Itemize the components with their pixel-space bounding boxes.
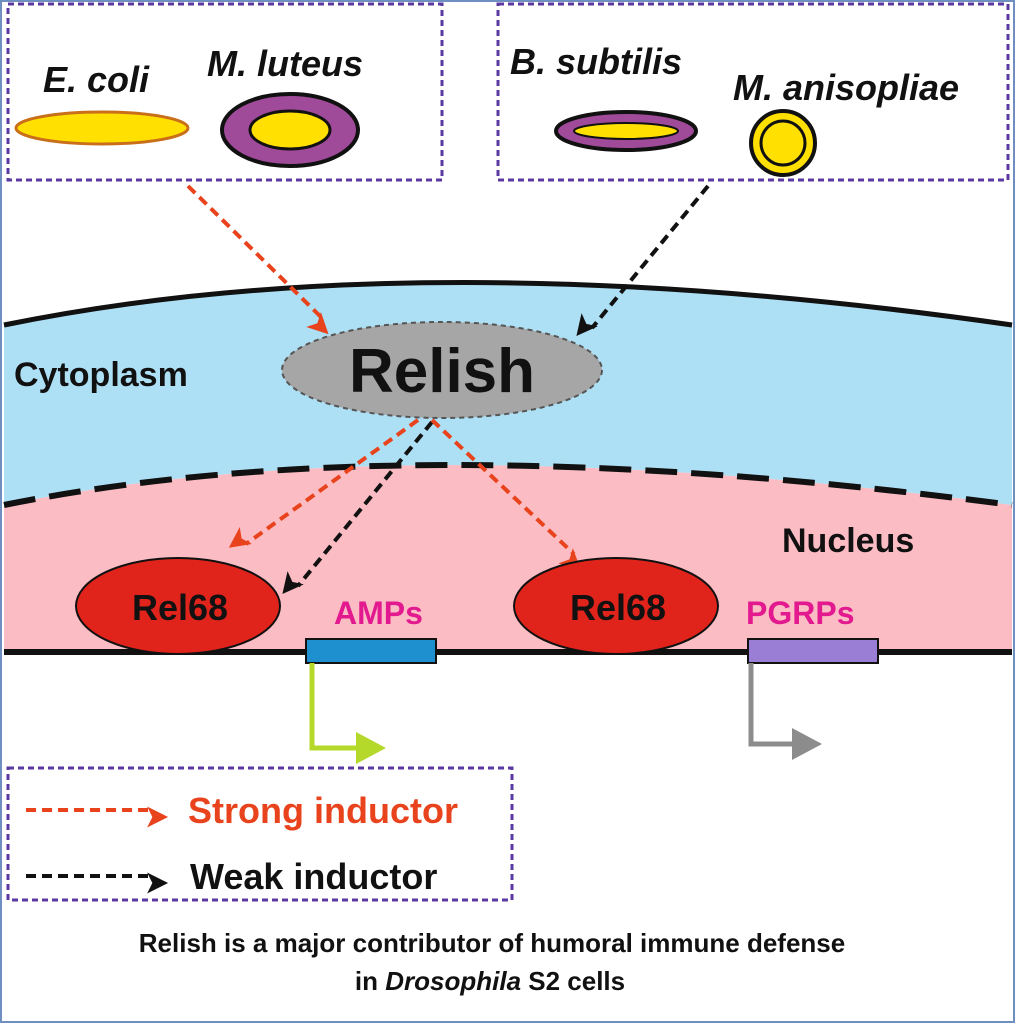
strong-arrow-relish-to-rel68-left bbox=[228, 418, 420, 548]
rel68-right-label: Rel68 bbox=[570, 587, 666, 628]
caption-line-1: Relish is a major contributor of humoral… bbox=[139, 928, 845, 958]
amps-transcription-arrowhead bbox=[356, 732, 386, 764]
strong-inducer-bacteria-box bbox=[6, 2, 444, 182]
bsubtilis-label: B. subtilis bbox=[510, 41, 682, 82]
amps-transcription-arrow bbox=[309, 663, 364, 751]
caption-line-2-italic: Drosophila bbox=[385, 966, 521, 996]
pgrps-gene-box bbox=[747, 638, 879, 664]
cytoplasm-label: Cytoplasm bbox=[14, 356, 188, 394]
pgrps-transcription-arrowhead bbox=[792, 728, 822, 760]
weak-arrow-bacteria-to-relish bbox=[576, 184, 710, 337]
weak-arrow-relish-to-rel68-left bbox=[282, 420, 434, 595]
nucleus-label: Nucleus bbox=[782, 522, 914, 560]
mluteus-cell-inner-icon bbox=[248, 109, 332, 151]
bsubtilis-cell-inner-icon bbox=[573, 122, 679, 140]
rel68-right-node bbox=[513, 557, 719, 655]
legend-weak-label: Weak inductor bbox=[190, 856, 437, 897]
pgrps-label: PGRPs bbox=[746, 595, 854, 631]
relish-node bbox=[281, 321, 603, 419]
ecoli-cell-icon bbox=[14, 110, 190, 146]
rel68-left-node bbox=[75, 557, 281, 655]
manisopliae-cell-inner-icon bbox=[759, 119, 807, 167]
amps-gene-box bbox=[305, 638, 437, 664]
caption-line-2-suffix: S2 cells bbox=[521, 966, 625, 996]
manisopliae-label: M. anisopliae bbox=[733, 67, 959, 108]
legend-strong-label: Strong inductor bbox=[188, 790, 458, 831]
nuclear-envelope bbox=[3, 462, 1013, 508]
caption-line-2-prefix: in bbox=[355, 966, 385, 996]
caption-line-2: in Drosophila S2 cells bbox=[355, 966, 625, 996]
pgrps-transcription-arrow bbox=[748, 663, 800, 747]
relish-label: Relish bbox=[349, 337, 535, 406]
rel68-left-label: Rel68 bbox=[132, 587, 228, 628]
amps-label: AMPs bbox=[334, 595, 423, 631]
cell-membrane bbox=[3, 280, 1013, 328]
mluteus-label: M. luteus bbox=[207, 43, 363, 84]
strong-arrow-relish-to-rel68-right bbox=[430, 418, 581, 571]
ecoli-label: E. coli bbox=[43, 59, 150, 100]
